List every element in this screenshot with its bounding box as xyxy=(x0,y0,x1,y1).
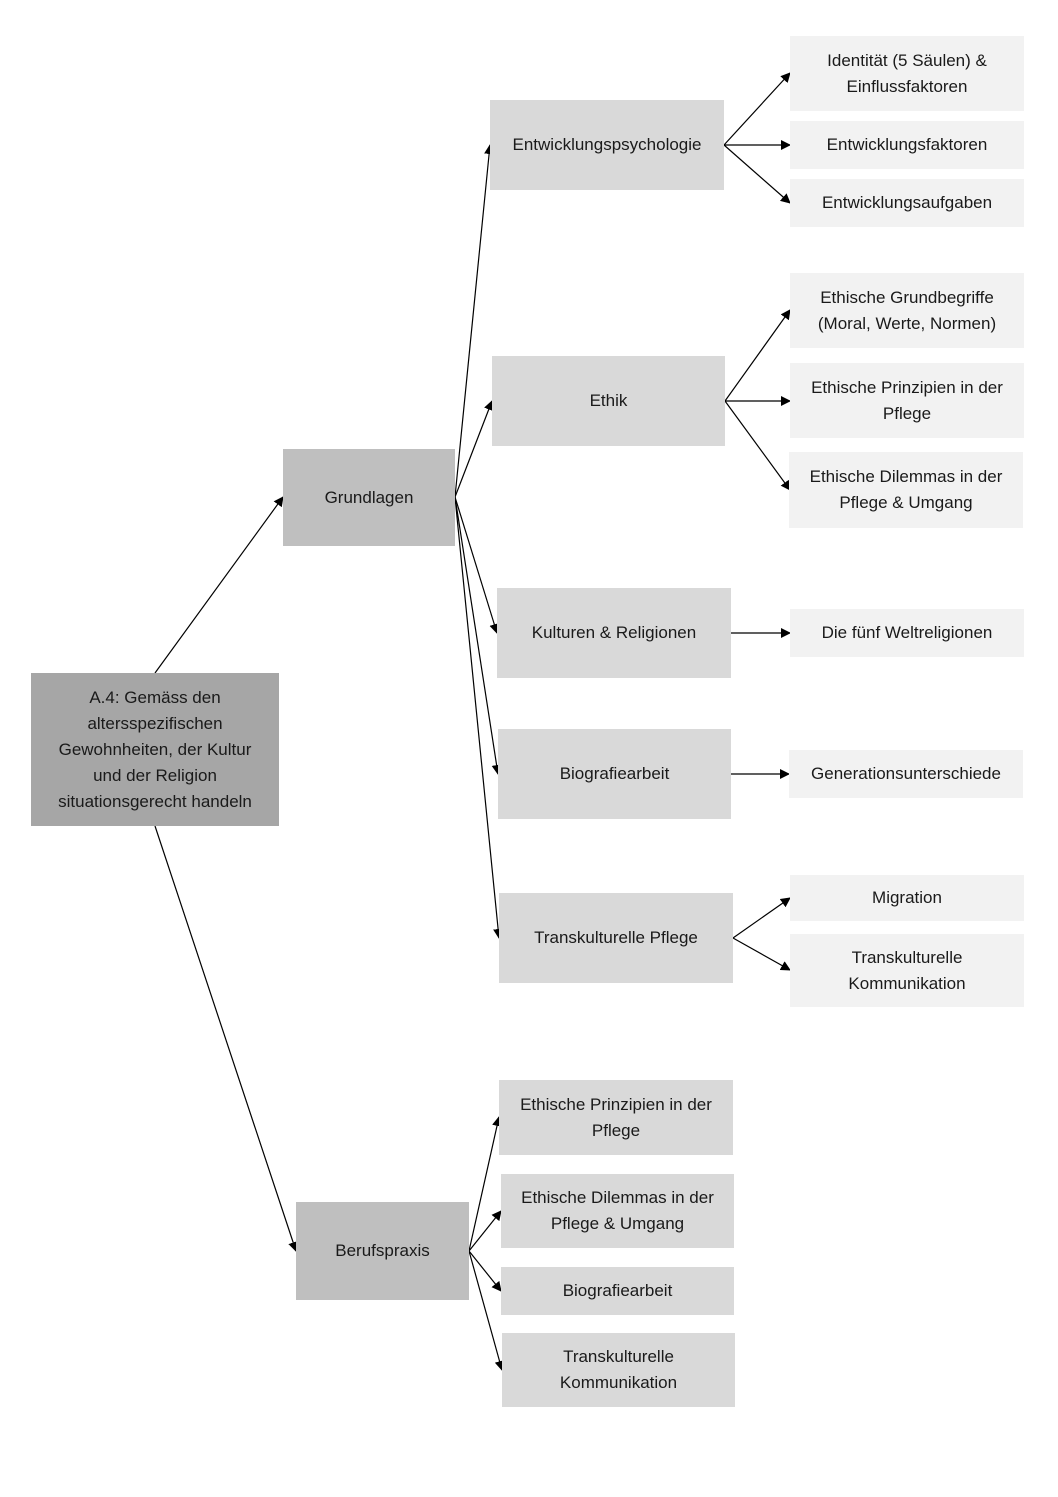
berufspraxis-item-1: Ethische Prinzipien in der Pflege xyxy=(499,1080,733,1155)
grundlagen-label: Grundlagen xyxy=(324,487,414,507)
root-node: A.4: Gemäss den altersspezifischen Gewoh… xyxy=(31,673,279,826)
berufspraxis-item-label: Ethische Prinzipien in der Pflege xyxy=(520,1094,712,1140)
edge-berufspraxis-3 xyxy=(468,1250,502,1292)
berufspraxis-item-label: Ethische Dilemmas in der Pflege & Umgang xyxy=(521,1188,714,1233)
berufspraxis-item-label: Biografiearbeit xyxy=(562,1281,673,1300)
ethik-item-label: Ethische Dilemmas in der Pflege & Umgang xyxy=(809,467,1003,512)
root-label: A.4: Gemäss den altersspezifischen Gewoh… xyxy=(58,687,252,811)
biografie-item-1: Generationsunterschiede xyxy=(789,750,1023,798)
edge-grundlagen-entwicklung xyxy=(454,144,495,498)
biografie-label: Biografiearbeit xyxy=(559,764,670,783)
transkulturell-label: Transkulturelle Pflege xyxy=(534,928,698,947)
edge-root-grundlagen xyxy=(154,496,284,674)
edge-grundlagen-transkulturell xyxy=(454,496,504,939)
edge-berufspraxis-2 xyxy=(468,1210,502,1252)
entwicklung-item-label: Entwicklungsaufgaben xyxy=(821,193,993,212)
berufspraxis-item-2: Ethische Dilemmas in der Pflege & Umgang xyxy=(501,1174,734,1248)
edge-grundlagen-biografie xyxy=(454,496,502,775)
biografie-node: Biografiearbeit xyxy=(498,729,731,819)
berufspraxis-label: Berufspraxis xyxy=(335,1241,430,1260)
entwicklung-node: Entwicklungspsychologie xyxy=(490,100,724,190)
edge-ethik-3 xyxy=(724,400,791,491)
ethik-label: Ethik xyxy=(589,391,628,410)
entwicklung-item-label: Entwicklungsfaktoren xyxy=(826,135,988,154)
edge-transkulturell-1 xyxy=(732,897,791,939)
transkulturell-item-1: Migration xyxy=(790,875,1024,921)
transkulturell-node: Transkulturelle Pflege xyxy=(499,893,733,983)
edge-entwicklung-1 xyxy=(723,72,791,146)
ethik-node: Ethik xyxy=(492,356,725,446)
berufspraxis-item-4: Transkulturelle Kommunikation xyxy=(502,1333,735,1407)
kulturen-node: Kulturen & Religionen xyxy=(497,588,731,678)
ethik-item-label: Ethische Prinzipien in der Pflege xyxy=(811,377,1003,423)
kulturen-item-label: Die fünf Weltreligionen xyxy=(821,623,993,642)
ethik-item-1: Ethische Grundbegriffe (Moral, Werte, No… xyxy=(790,273,1024,348)
kulturen-item-1: Die fünf Weltreligionen xyxy=(790,609,1024,657)
ethik-item-label: Ethische Grundbegriffe (Moral, Werte, No… xyxy=(817,287,997,333)
edge-transkulturell-2 xyxy=(732,937,791,971)
edge-berufspraxis-1 xyxy=(468,1116,502,1252)
transkulturell-item-label: Transkulturelle Kommunikation xyxy=(848,947,966,993)
entwicklung-item-2: Entwicklungsfaktoren xyxy=(790,121,1024,169)
berufspraxis-item-3: Biografiearbeit xyxy=(501,1267,734,1315)
edge-ethik-1 xyxy=(724,309,791,402)
transkulturell-item-2: Transkulturelle Kommunikation xyxy=(790,934,1024,1007)
edge-entwicklung-3 xyxy=(723,144,791,204)
transkulturell-item-label: Migration xyxy=(872,888,942,907)
entwicklung-label: Entwicklungspsychologie xyxy=(512,135,702,154)
entwicklung-item-label: Identität (5 Säulen) & Einflussfaktoren xyxy=(827,50,987,96)
edge-root-berufspraxis xyxy=(154,825,298,1252)
edge-grundlagen-kulturen xyxy=(454,496,500,634)
berufspraxis-node: Berufspraxis xyxy=(296,1202,469,1300)
berufspraxis-item-label: Transkulturelle Kommunikation xyxy=(559,1347,678,1392)
entwicklung-item-1: Identität (5 Säulen) & Einflussfaktoren xyxy=(790,36,1024,111)
grundlagen-node: Grundlagen xyxy=(283,449,455,546)
biografie-item-label: Generationsunterschiede xyxy=(811,764,1001,783)
edge-berufspraxis-4 xyxy=(468,1250,505,1371)
ethik-item-3: Ethische Dilemmas in der Pflege & Umgang xyxy=(789,452,1023,528)
ethik-item-2: Ethische Prinzipien in der Pflege xyxy=(790,363,1024,438)
edge-grundlagen-ethik xyxy=(454,400,494,498)
entwicklung-item-3: Entwicklungsaufgaben xyxy=(790,179,1024,227)
kulturen-label: Kulturen & Religionen xyxy=(531,623,697,642)
